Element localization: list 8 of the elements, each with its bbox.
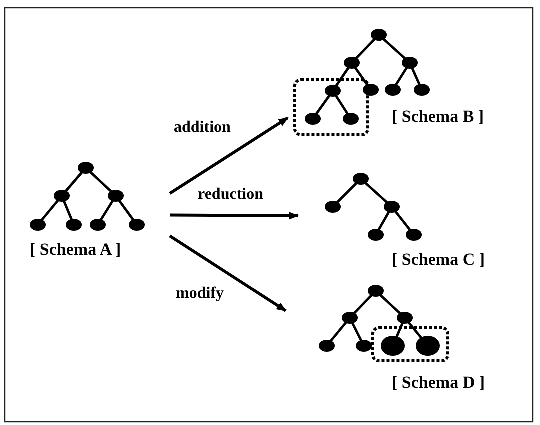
schema-label: [ Schema D ] [392,373,486,393]
schema-label: [ Schema B ] [392,107,484,127]
schema-label: [ Schema A ] [30,240,122,260]
edge-label: modify [174,285,226,303]
schema-label: [ Schema C ] [392,250,486,270]
arrow [169,234,287,312]
arrow [170,212,299,220]
arrow [169,116,289,195]
